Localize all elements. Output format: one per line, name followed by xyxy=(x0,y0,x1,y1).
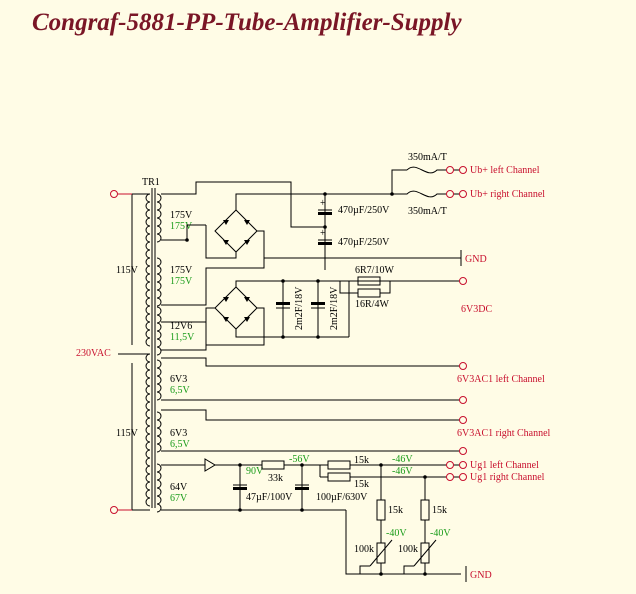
res-6r7-label: 6R7/10W xyxy=(355,265,394,276)
svg-text:+: + xyxy=(320,198,326,209)
cap-470-2-label: 470µF/250V xyxy=(338,237,390,248)
ac-heater-supply: 6V3AC1 left Channel 6V3AC1 right Channel xyxy=(161,357,551,455)
hv-supply: + + 470µF/250V 470µF/250V GND 350mA/T 35… xyxy=(161,152,545,306)
winding-4-nominal: 6V3 xyxy=(170,374,187,385)
output-6v3ac-right-label: 6V3AC1 right Channel xyxy=(457,428,551,439)
terminal-primary-bottom xyxy=(110,506,118,514)
pot-100k-2-label: 100k xyxy=(398,544,418,555)
output-ub-left-label: Ub+ left Channel xyxy=(470,165,540,176)
res-15k-3-label: 15k xyxy=(388,505,403,516)
pot-100k-1-label: 100k xyxy=(354,544,374,555)
fuse-1-label: 350mA/T xyxy=(408,152,447,163)
winding-1-nominal: 175V xyxy=(170,210,193,221)
output-6v3ac-left-label: 6V3AC1 left Channel xyxy=(457,374,545,385)
fuse-2-label: 350mA/T xyxy=(408,206,447,217)
bias-voltage-46v-2: -46V xyxy=(392,466,413,477)
terminal-6v3ac-left-2 xyxy=(459,396,467,404)
terminal-ub-left xyxy=(459,166,467,174)
output-ug1-left-label: Ug1 left Channel xyxy=(470,460,539,471)
terminal-6v3ac-right xyxy=(459,416,467,424)
terminal-ug1-left xyxy=(459,461,467,469)
bias-voltage-40v-2: -40V xyxy=(430,528,451,539)
res-33k-label: 33k xyxy=(268,473,283,484)
cap-2m2-1-label: 2m2F/18V xyxy=(294,286,305,330)
output-ub-right-label: Ub+ right Channel xyxy=(470,189,545,200)
terminal-6v3dc xyxy=(459,277,467,285)
transformer-label: TR1 xyxy=(142,177,160,188)
terminal-6v3ac-right-2 xyxy=(459,447,467,455)
output-6v3dc-label: 6V3DC xyxy=(461,304,492,315)
winding-5-measured: 6,5V xyxy=(170,439,191,450)
bias-voltage-46v-1: -46V xyxy=(392,454,413,465)
dc-heater-supply: 2m2F/18V 2m2F/18V 6R7/10W 16R/4W 6V3DC xyxy=(161,265,492,351)
winding-2-measured: 175V xyxy=(170,276,193,287)
cap-100-label: 100µF/630V xyxy=(316,492,368,503)
winding-3-nominal: 12V6 xyxy=(170,321,192,332)
terminal-primary-top xyxy=(110,190,118,198)
transformer-tr1: TR1 115V 115V 230VAC xyxy=(76,177,195,514)
bias-voltage-90v: 90V xyxy=(246,466,264,477)
res-16r-label: 16R/4W xyxy=(355,299,389,310)
primary-voltage-label: 230VAC xyxy=(76,348,111,359)
primary-top-label: 115V xyxy=(116,265,139,276)
winding-6-nominal: 64V xyxy=(170,482,188,493)
winding-2-nominal: 175V xyxy=(170,265,193,276)
bias-supply: 90V 47µF/100V 33k -56V 100µF/630V 15k 15… xyxy=(161,454,545,582)
output-gnd-bottom-label: GND xyxy=(470,570,492,581)
winding-6-measured: 67V xyxy=(170,493,188,504)
primary-bottom-label: 115V xyxy=(116,428,139,439)
winding-1-measured: 175V xyxy=(170,221,193,232)
res-15k-4-label: 15k xyxy=(432,505,447,516)
terminal-ub-right xyxy=(459,190,467,198)
page-title: Congraf-5881-PP-Tube-Amplifier-Supply xyxy=(32,9,462,36)
cap-47-label: 47µF/100V xyxy=(246,492,293,503)
svg-text:+: + xyxy=(320,228,326,239)
cap-470-1-label: 470µF/250V xyxy=(338,205,390,216)
res-15k-2-label: 15k xyxy=(354,479,369,490)
bias-voltage-56v: -56V xyxy=(289,454,310,465)
winding-3-measured: 11,5V xyxy=(170,332,195,343)
output-ug1-right-label: Ug1 right Channel xyxy=(470,472,545,483)
res-15k-1-label: 15k xyxy=(354,455,369,466)
cap-2m2-2-label: 2m2F/18V xyxy=(329,286,340,330)
winding-4-measured: 6,5V xyxy=(170,385,191,396)
bias-voltage-40v-1: -40V xyxy=(386,528,407,539)
terminal-ug1-right xyxy=(459,473,467,481)
terminal-6v3ac-left xyxy=(459,362,467,370)
winding-5-nominal: 6V3 xyxy=(170,428,187,439)
output-gnd-top-label: GND xyxy=(465,254,487,265)
